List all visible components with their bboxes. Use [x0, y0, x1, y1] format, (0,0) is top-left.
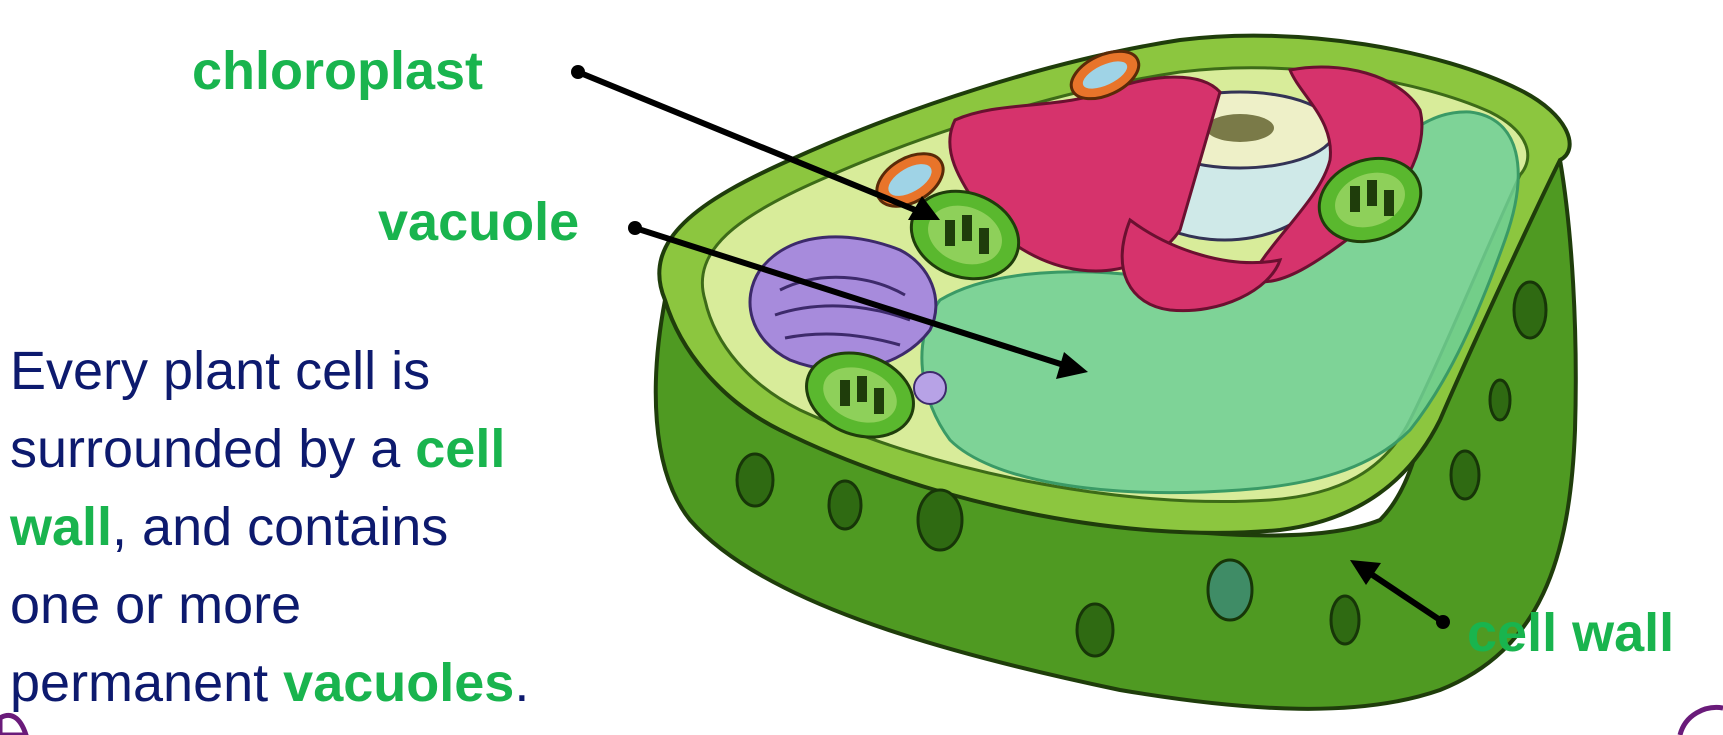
wall-pit — [918, 490, 962, 550]
highlight-cell: cell — [415, 419, 505, 479]
text-run: permanent — [10, 653, 283, 713]
description-line: wall, and contains — [10, 488, 650, 566]
wall-pit — [1514, 282, 1546, 338]
wall-pit — [737, 454, 773, 506]
wall-pit — [1208, 560, 1252, 620]
text-run: . — [514, 653, 529, 713]
description-line: Every plant cell is — [10, 332, 650, 410]
wall-pit — [1451, 451, 1479, 499]
label-cell-wall: cell wall — [1467, 606, 1674, 660]
description-line: one or more — [10, 566, 650, 644]
text-run: , and contains — [112, 497, 448, 557]
description-line: permanent vacuoles. — [10, 644, 650, 722]
wall-pit — [1077, 604, 1113, 656]
description-text: Every plant cell is surrounded by a cell… — [10, 332, 650, 722]
label-vacuole: vacuole — [378, 195, 579, 249]
wall-pit — [1490, 380, 1510, 420]
wall-pit — [829, 481, 861, 529]
wall-pit — [1331, 596, 1359, 644]
highlight-wall: wall — [10, 497, 112, 557]
nucleolus — [1206, 114, 1274, 142]
label-chloroplast: chloroplast — [192, 44, 483, 98]
corner-badge-right — [1680, 707, 1723, 735]
text-run: surrounded by a — [10, 419, 415, 479]
highlight-vacuoles: vacuoles — [283, 653, 514, 713]
description-line: surrounded by a cell — [10, 410, 650, 488]
